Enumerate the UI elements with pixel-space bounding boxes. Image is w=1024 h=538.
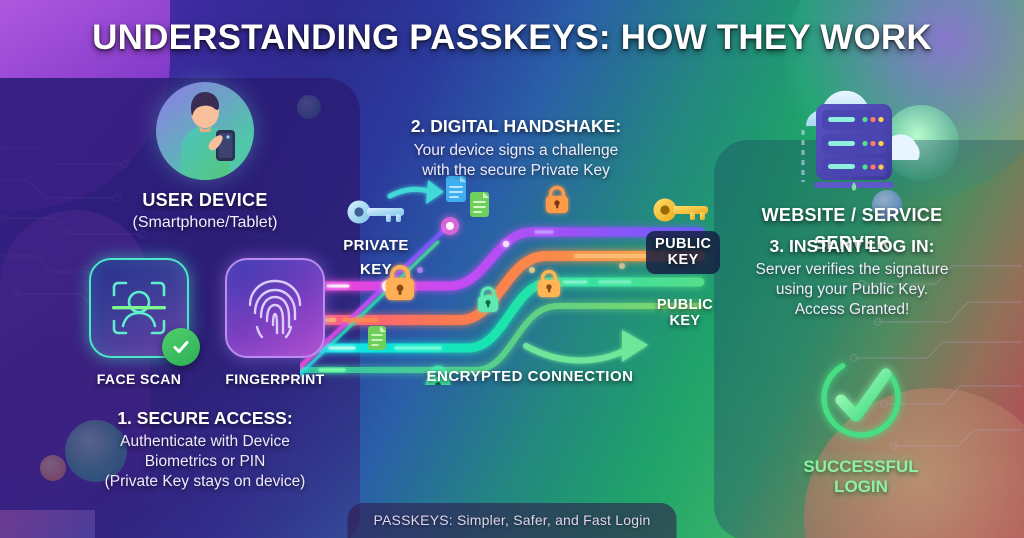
server-group: WEBSITE / SERVICE SERVER: [722, 82, 982, 255]
bg-shape-top-left: [0, 510, 95, 538]
success-line-1: SUCCESSFUL: [803, 457, 919, 476]
public-key-label-line-1: PUBLIC: [656, 297, 714, 313]
footer-tagline: PASSKEYS: Simpler, Safer, and Fast Login: [347, 503, 677, 538]
step-2-line-2: with the secure Private Key: [422, 161, 610, 179]
user-device-group: USER DEVICE (Smartphone/Tablet): [40, 82, 370, 232]
person-with-smartphone-avatar: [156, 82, 254, 180]
face-scan-caption: FACE SCAN: [96, 371, 182, 387]
step-3-line-2: using your Public Key.: [775, 280, 929, 298]
step-3-heading: 3. INSTANT LOG IN:: [769, 236, 935, 256]
encrypted-data-streams: [300, 176, 705, 385]
step-3-line-1: Server verifies the signature: [755, 261, 949, 278]
step-3-instant-login: 3. INSTANT LOG IN: Server verifies the s…: [702, 236, 1002, 319]
cloud-server-icon: [801, 90, 920, 191]
private-key-group: PRIVATE KEY: [330, 198, 422, 278]
page-title: UNDERSTANDING PASSKEYS: HOW THEY WORK: [92, 18, 932, 57]
arrow-right-success-icon: [523, 330, 648, 364]
step-1-line-2: Biometrics or PIN: [144, 452, 266, 470]
successful-login-group: SUCCESSFUL LOGIN: [766, 350, 956, 498]
public-key-badge-line-1: PUBLIC: [655, 236, 712, 252]
server-label-line-1: WEBSITE / SERVICE: [761, 205, 943, 225]
step-1-secure-access: 1. SECURE ACCESS: Authenticate with Devi…: [30, 408, 380, 491]
encrypted-connection-text: ENCRYPTED CONNECTION: [426, 368, 634, 385]
step-2-digital-handshake: 2. DIGITAL HANDSHAKE: Your device signs …: [366, 116, 666, 181]
key-icon: [347, 200, 404, 224]
public-key-label-line-2: KEY: [669, 313, 701, 330]
user-device-label: USER DEVICE: [142, 190, 268, 210]
check-icon: [162, 328, 200, 366]
step-2-heading: 2. DIGITAL HANDSHAKE:: [410, 116, 622, 136]
step-2-line-1: Your device signs a challenge: [413, 142, 619, 159]
step-1-line-3: (Private Key stays on device): [104, 472, 306, 490]
public-key-label: PUBLIC KEY: [648, 297, 722, 329]
private-key-line-1: PRIVATE: [343, 237, 409, 254]
footer-text: PASSKEYS: Simpler, Safer, and Fast Login: [373, 512, 651, 528]
step-1-heading: 1. SECURE ACCESS:: [117, 408, 293, 428]
encrypted-connection-label: ENCRYPTED CONNECTION: [400, 368, 660, 385]
public-key-badge-line-2: KEY: [667, 252, 699, 269]
private-key-line-2: KEY: [359, 260, 393, 278]
biometrics-group: FACE SCAN FINGERPRINT: [72, 258, 342, 387]
server-label-line-2: SERVER: [814, 232, 890, 253]
public-key-icon: [653, 198, 708, 222]
check-circle-icon: [821, 358, 901, 438]
step-3-line-3: Access Granted!: [794, 300, 910, 318]
fingerprint-icon[interactable]: [225, 258, 325, 358]
success-line-2: LOGIN: [834, 477, 888, 497]
step-1-line-1: Authenticate with Device: [120, 433, 290, 450]
face-scan-icon[interactable]: [89, 258, 200, 366]
fingerprint-caption: FINGERPRINT: [225, 371, 325, 387]
public-key-badge: PUBLIC KEY: [646, 231, 721, 275]
lock-icon-group: [386, 185, 568, 385]
success-text-wrap: SUCCESSFUL LOGIN: [766, 457, 956, 498]
document-icon-group: [368, 176, 489, 350]
arrow-right-icon: [387, 180, 444, 204]
user-device-sublabel: (Smartphone/Tablet): [132, 214, 278, 231]
